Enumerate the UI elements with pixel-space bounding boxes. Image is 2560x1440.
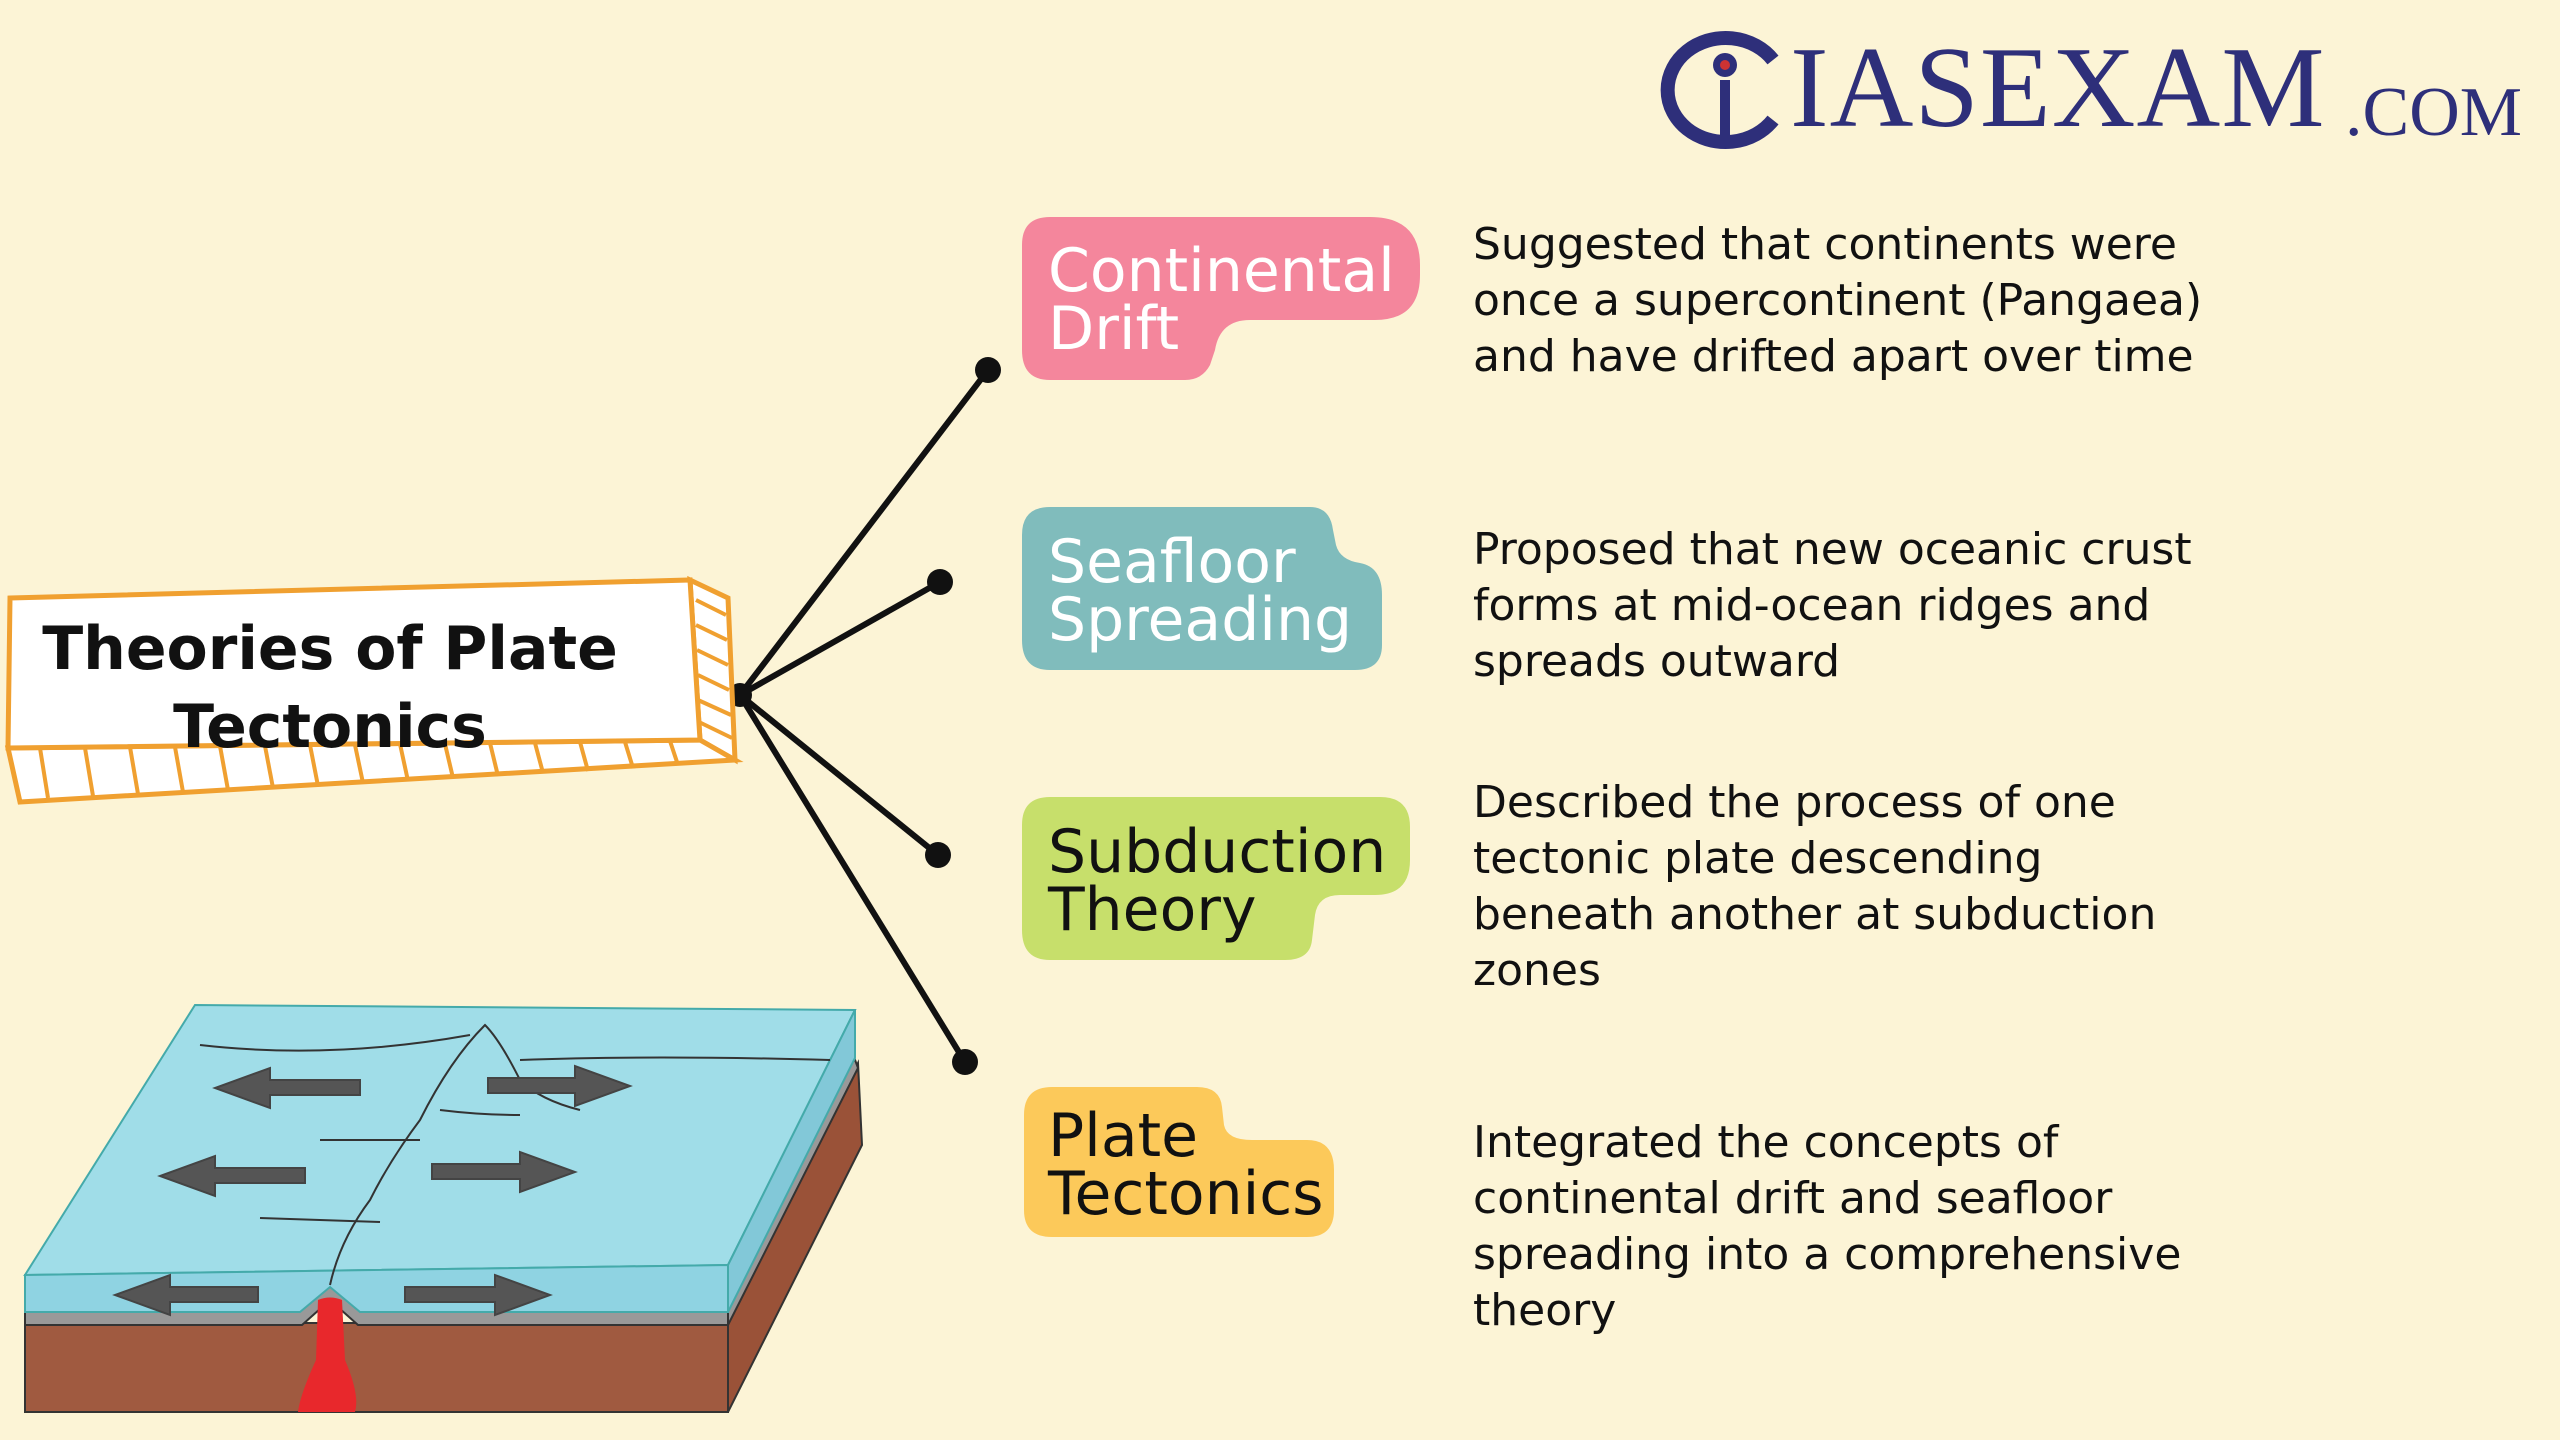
continental-drift-description: Suggested that continents were once a su… (1473, 219, 2203, 382)
continental-drift-label: Continental Drift (1048, 236, 1395, 364)
subduction-theory-bubble (1022, 797, 1410, 960)
title-box: Theories of Plate Tectonics (0, 570, 750, 820)
connector-dot-seafloor-spreading (927, 569, 953, 595)
continental-drift-bubble (1022, 217, 1420, 380)
connector-dot-subduction-theory (925, 842, 951, 868)
connector-line-seafloor-spreading (738, 579, 942, 698)
logo-emblem-icon (1660, 31, 1779, 149)
plate-tectonics-bubble (1024, 1087, 1334, 1237)
title-line-2: Tectonics (173, 692, 487, 762)
connector-dot-plate-tectonics (952, 1049, 978, 1075)
connector-line-subduction-theory (738, 692, 940, 858)
plate-tectonics-description: Integrated the concepts of continental d… (1473, 1117, 2182, 1336)
title-line-1: Theories of Plate (42, 614, 618, 684)
subduction-theory-label: Subduction Theory (1048, 817, 1387, 945)
plate-tectonics-label: Plate Tectonics (1048, 1101, 1324, 1229)
seafloor-spreading-illustration (23, 1003, 864, 1413)
logo-brand-text: IASEXAM (1790, 24, 2326, 152)
seafloor-spreading-description: Proposed that new oceanic crust forms at… (1473, 524, 2192, 687)
connector-line-continental-drift (737, 368, 991, 697)
connector-dot-continental-drift (975, 357, 1001, 383)
diagram-title: Theories of Plate Tectonics (40, 610, 620, 766)
seafloor-spreading-label: Seafloor Spreading (1048, 527, 1353, 655)
connector-line-plate-tectonics (737, 693, 968, 1064)
subduction-theory-description: Described the process of one tectonic pl… (1473, 777, 2157, 996)
logo-domain-text: .COM (2345, 74, 2522, 151)
iasexam-logo: IASEXAM .COM (1655, 20, 2535, 150)
seafloor-spreading-bubble (1022, 507, 1382, 670)
